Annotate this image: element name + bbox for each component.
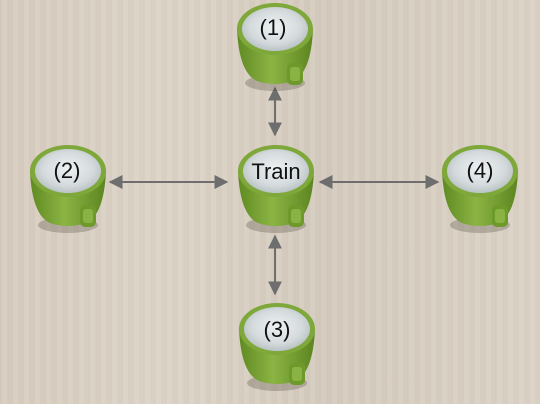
cup-1-label: (1) — [259, 15, 287, 40]
cup-2-label: (2) — [53, 158, 81, 183]
train-cup-label: Train — [251, 159, 301, 184]
cup-4-label: (4) — [466, 158, 494, 183]
cup-3-label: (3) — [263, 317, 291, 342]
